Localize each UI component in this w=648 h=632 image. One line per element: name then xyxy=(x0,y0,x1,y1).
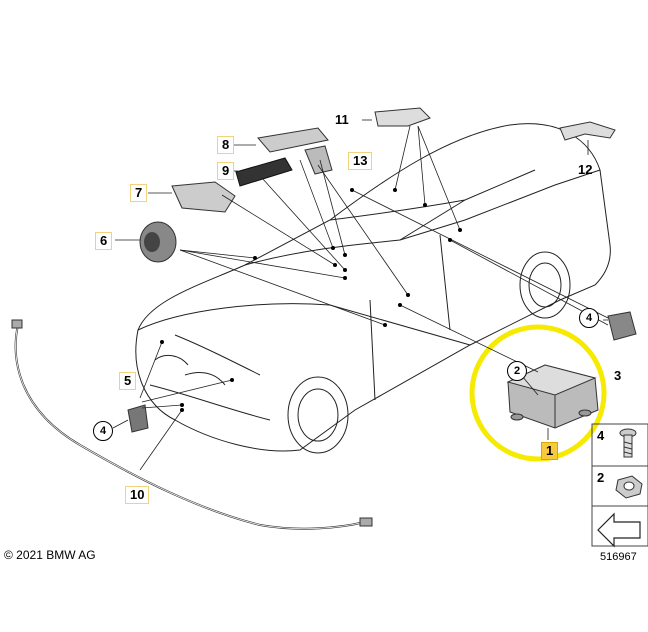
part-3-sensor xyxy=(607,311,637,341)
callout-9: 9 xyxy=(217,162,235,180)
wiring-harness-10 xyxy=(14,324,366,530)
callout-7: 7 xyxy=(130,184,148,202)
callout-5: 5 xyxy=(119,372,137,390)
callout-2: 2 xyxy=(507,361,527,381)
highlight-ring xyxy=(469,324,607,462)
part-11-harness xyxy=(374,107,431,127)
callout-6: 6 xyxy=(95,232,113,250)
part-7-module xyxy=(171,181,236,213)
callout-4-right: 4 xyxy=(579,308,599,328)
leader-dots xyxy=(160,188,462,412)
nut-icon xyxy=(615,475,643,499)
harness-connector-left xyxy=(11,319,23,329)
callout-1: 1 xyxy=(541,442,559,460)
callout-10: 10 xyxy=(125,486,150,504)
part-1-control-unit xyxy=(506,364,599,429)
part-13-bracket xyxy=(304,145,333,175)
direction-arrow-icon xyxy=(597,512,641,548)
legend-panel xyxy=(591,423,648,547)
legend-item-4: 4 xyxy=(597,428,605,443)
harness-connector-right xyxy=(359,517,373,527)
callout-11: 11 xyxy=(335,112,349,127)
part-5-sensor xyxy=(127,404,149,433)
callout-3: 3 xyxy=(614,368,622,383)
part-12-harness xyxy=(559,121,616,141)
part-8-module xyxy=(257,127,329,153)
copyright-text: © 2021 BMW AG xyxy=(4,548,96,562)
screw-icon xyxy=(619,428,637,458)
callout-13: 13 xyxy=(348,152,373,170)
car-outline xyxy=(135,123,611,454)
part-9-module xyxy=(235,157,293,187)
callout-12: 12 xyxy=(578,162,593,177)
callout-4-left: 4 xyxy=(93,421,113,441)
legend-item-2: 2 xyxy=(597,470,605,485)
callout-8: 8 xyxy=(217,136,235,154)
document-number: 516967 xyxy=(600,551,637,563)
